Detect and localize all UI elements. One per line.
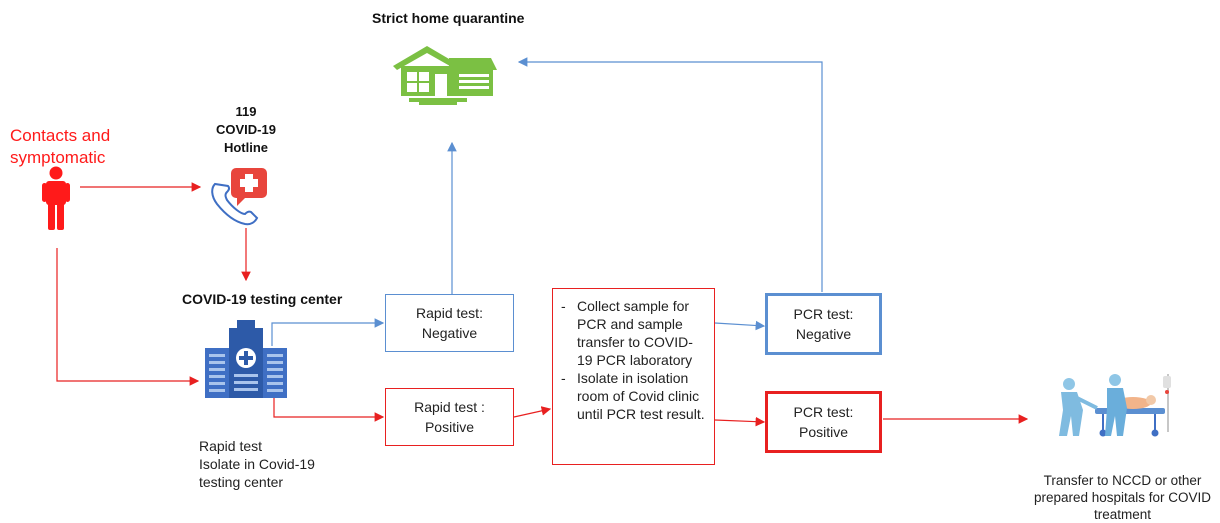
testing-center-caption: Rapid test Isolate in Covid-19 testing c… [199, 437, 315, 491]
testing-center-caption-line2: Isolate in Covid-19 [199, 456, 315, 472]
rapid-negative-line2: Negative [421, 325, 478, 341]
arrow-person-to-center [56, 248, 200, 386]
arrow-collect-to-pcr-positive [714, 416, 766, 427]
testing-center-caption-line3: testing center [199, 474, 284, 490]
arrow-collect-to-pcr-negative [714, 320, 766, 331]
collect-sample-item: Collect sample for PCR and sample transf… [555, 297, 706, 369]
isolate-item: Isolate in isolation room of Covid clini… [555, 369, 706, 423]
arrow-rapid-positive-to-collect [513, 406, 552, 418]
hotline-number: 119 [235, 104, 257, 119]
hotline-covid: COVID-19 [216, 122, 276, 137]
pcr-positive-line2: Positive [798, 424, 849, 440]
medical-team-stretcher-icon [1059, 374, 1171, 437]
pcr-positive-line1: PCR test: [793, 404, 854, 420]
arrow-pcr-negative-to-house [517, 57, 823, 292]
hotline-word: Hotline [223, 140, 269, 155]
transfer-caption-line1: Transfer to NCCD or other [1043, 473, 1202, 488]
quarantine-title: Strict home quarantine [372, 10, 525, 26]
contacts-label: Contacts and symptomatic [10, 125, 110, 169]
rapid-test-negative-box: Rapid test: Negative [385, 294, 514, 352]
rapid-positive-line1: Rapid test : [414, 399, 485, 415]
rapid-negative-line1: Rapid test: [416, 305, 483, 321]
arrow-center-to-rapid-positive [273, 395, 385, 422]
transfer-caption: Transfer to NCCD or other prepared hospi… [1025, 472, 1220, 523]
pcr-test-positive-box: PCR test: Positive [765, 391, 882, 453]
rapid-test-positive-box: Rapid test : Positive [385, 388, 514, 446]
contacts-label-line1: Contacts and [10, 126, 111, 145]
pcr-negative-line2: Negative [795, 326, 852, 342]
transfer-caption-line3: treatment [1093, 507, 1152, 522]
testing-center-title: COVID-19 testing center [182, 291, 343, 307]
arrow-center-to-rapid-negative [271, 318, 385, 346]
hotline-label: 119 COVID-19 Hotline [212, 103, 280, 157]
collect-sample-list: Collect sample for PCR and sample transf… [555, 297, 706, 423]
hospital-building-icon [205, 320, 287, 398]
collect-sample-box: Collect sample for PCR and sample transf… [552, 288, 715, 465]
pcr-test-negative-box: PCR test: Negative [765, 293, 882, 355]
phone-medical-icon [211, 168, 267, 226]
transfer-caption-line2: prepared hospitals for COVID [1033, 490, 1212, 505]
pcr-negative-line1: PCR test: [793, 306, 854, 322]
rapid-positive-line2: Positive [424, 419, 474, 435]
testing-center-caption-line1: Rapid test [199, 438, 263, 454]
contacts-label-line2: symptomatic [10, 148, 106, 167]
house-icon [393, 46, 497, 105]
person-icon [42, 166, 70, 230]
